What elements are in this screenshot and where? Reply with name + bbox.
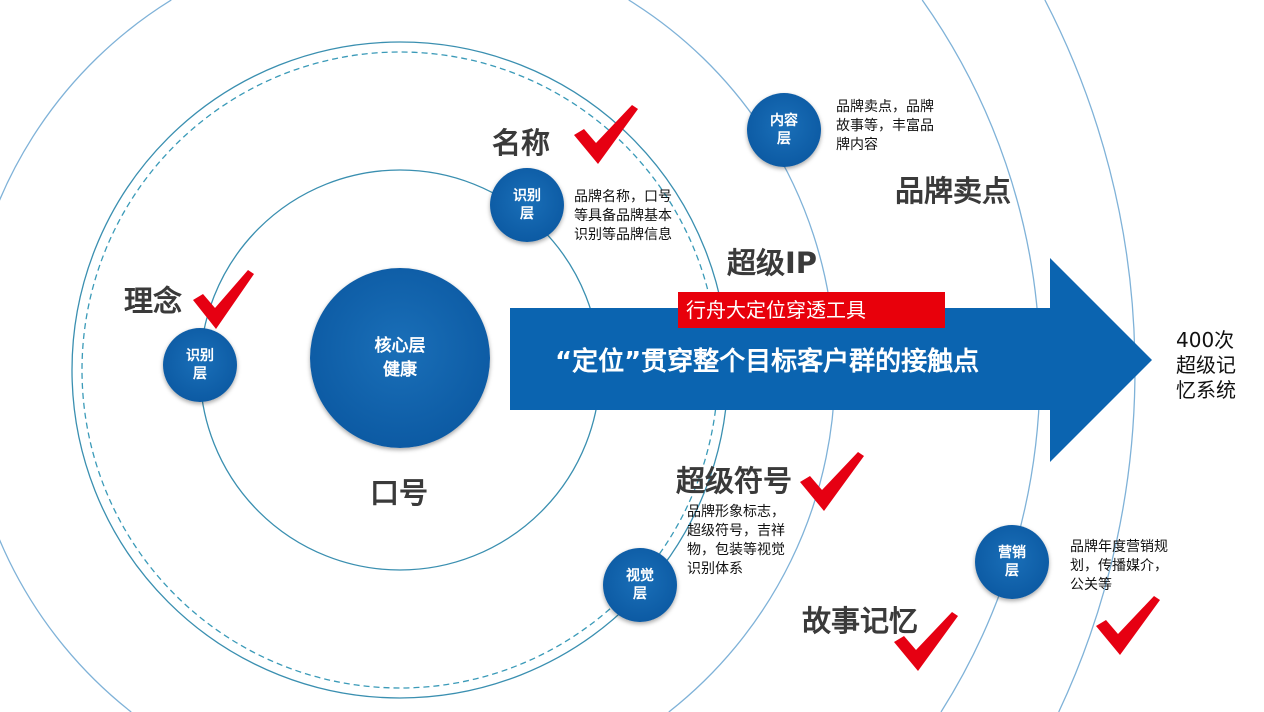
bubble-label: 识别层: [513, 188, 541, 222]
core-sublabel: 健康: [383, 360, 417, 380]
label-slogan: 口号: [370, 476, 429, 510]
label-idea: 理念: [124, 284, 183, 318]
label-super-ip: 超级IP: [727, 246, 818, 280]
visual-bubble: 视觉层: [603, 548, 677, 622]
label-name: 名称: [492, 126, 551, 160]
label-brand-selling: 品牌卖点: [895, 174, 1012, 208]
marketing-bubble: 营销层: [975, 525, 1049, 599]
identity-description: 品牌名称，口号等具备品牌基本识别等品牌信息: [574, 189, 672, 243]
check-icon: [193, 270, 254, 329]
content-description: 品牌卖点，品牌故事等，丰富品牌内容: [836, 99, 934, 153]
bubble-label: 视觉层: [626, 568, 654, 602]
core-label: 核心层: [374, 336, 426, 356]
check-icon: [574, 105, 638, 164]
bubble-label: 营销层: [998, 545, 1026, 579]
check-icon: [1096, 596, 1160, 655]
content-bubble: 内容层: [747, 93, 821, 167]
marketing-description: 品牌年度营销规划，传播媒介，公关等: [1070, 539, 1168, 593]
bubble-label: 内容层: [770, 113, 798, 147]
identity-bubble-top: 识别层: [490, 168, 564, 242]
label-super-symbol: 超级符号: [676, 464, 793, 498]
result-text: 400次超级记忆系统: [1176, 328, 1236, 402]
label-story-memory: 故事记忆: [802, 604, 919, 638]
arrow-shape: [510, 258, 1152, 462]
arrow-text: “定位”贯穿整个目标客户群的接触点: [555, 347, 980, 377]
bubble-label: 识别层: [186, 348, 214, 382]
check-icon: [894, 612, 958, 671]
visual-description: 品牌形象标志，超级符号，吉祥物，包装等视觉识别体系: [687, 504, 785, 577]
core-layer-bubble: 核心层健康: [310, 268, 490, 448]
tool-tag: 行舟大定位穿透工具: [678, 292, 945, 328]
check-marks: [193, 105, 1160, 671]
identity-bubble-left: 识别层: [163, 328, 237, 402]
check-icon: [800, 452, 864, 511]
